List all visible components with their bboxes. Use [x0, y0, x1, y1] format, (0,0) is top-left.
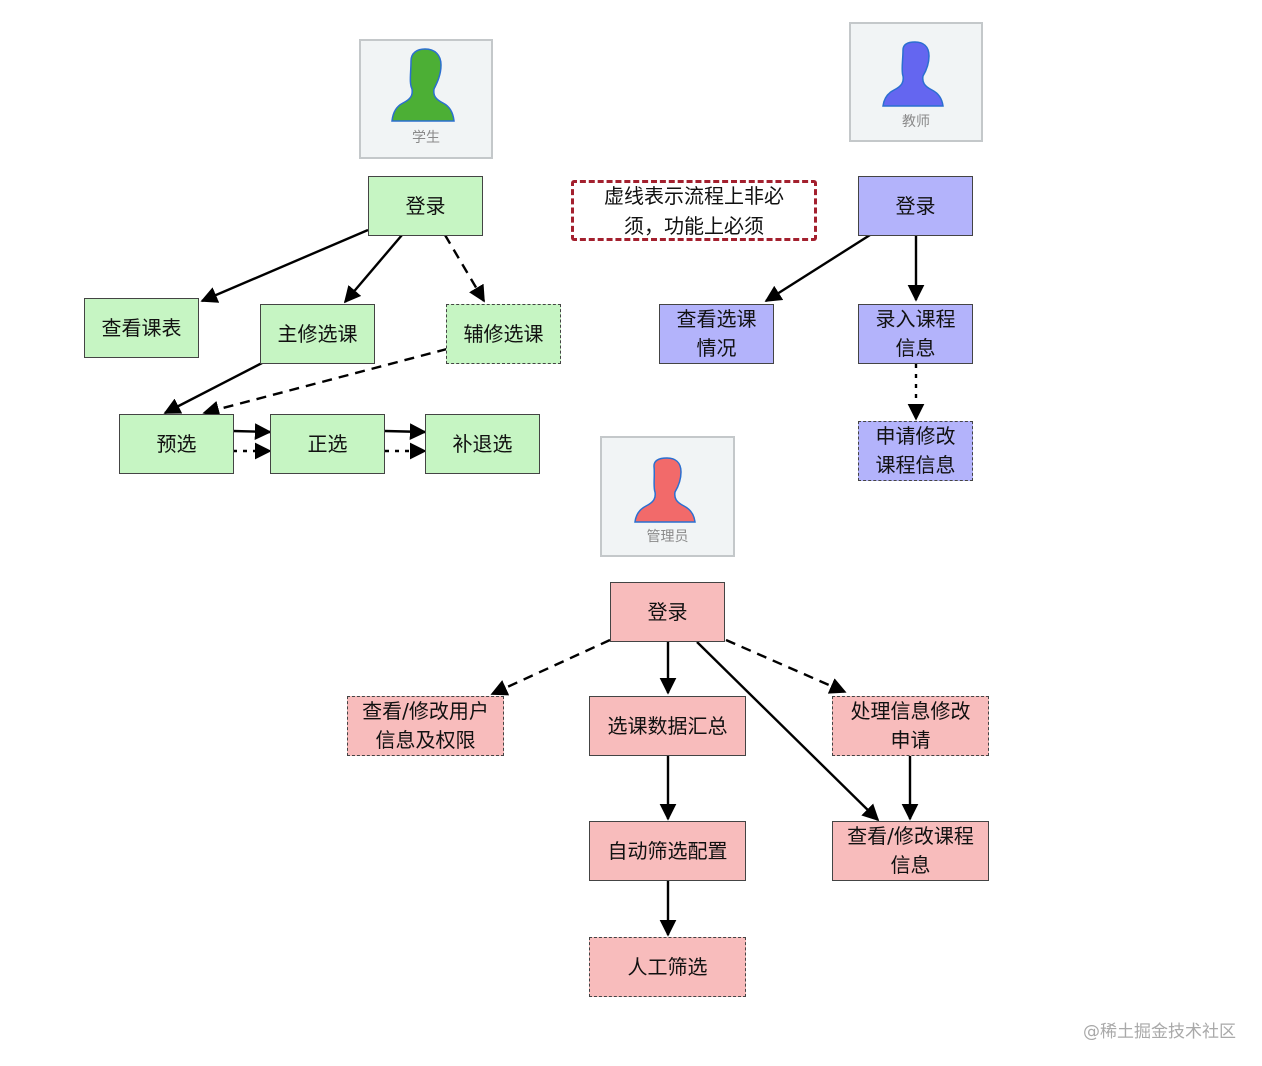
- edge-admin-login-to-user: [490, 638, 611, 696]
- teacher-login-node[interactable]: 登录: [858, 176, 973, 236]
- actor-admin-label: 管理员: [646, 529, 689, 545]
- admin-summary-node[interactable]: 选课数据汇总: [589, 696, 746, 756]
- actor-teacher: 教师: [849, 22, 983, 142]
- admin-handle-apply-node[interactable]: 处理信息修改 申请: [832, 696, 989, 756]
- actor-teacher-label: 教师: [902, 114, 930, 130]
- edge-student-login-to-major: [343, 234, 403, 304]
- teacher-apply-modify-node[interactable]: 申请修改 课程信息: [858, 421, 973, 481]
- teacher-enter-course-node[interactable]: 录入课程 信息: [858, 304, 973, 364]
- admin-login-node[interactable]: 登录: [610, 582, 725, 642]
- teacher-view-selection-node[interactable]: 查看选课 情况: [659, 304, 774, 364]
- edge-student-login-to-minor: [443, 234, 486, 303]
- student-preselect-node[interactable]: 预选: [119, 414, 234, 474]
- admin-view-user-node[interactable]: 查看/修改用户 信息及权限: [347, 696, 504, 756]
- edge-formal-to-supplement-solid: [384, 423, 427, 441]
- actor-student: 学生: [359, 39, 493, 159]
- teacher-person-icon: [882, 41, 944, 107]
- admin-view-course-node[interactable]: 查看/修改课程 信息: [832, 821, 989, 881]
- edge-major-to-preselect: [163, 361, 263, 415]
- legend-note: 虚线表示流程上非必 须，功能上必须: [571, 180, 817, 241]
- edge-preselect-to-formal-solid: [232, 423, 272, 440]
- admin-auto-config-node[interactable]: 自动筛选配置: [589, 821, 746, 881]
- watermark: @稀土掘金技术社区: [1083, 1022, 1236, 1042]
- edge-teacher-login-to-view: [764, 233, 871, 303]
- student-person-icon: [391, 48, 455, 122]
- admin-person-icon: [634, 457, 696, 523]
- student-formal-select-node[interactable]: 正选: [270, 414, 385, 474]
- actor-student-label: 学生: [412, 130, 440, 146]
- student-view-schedule-node[interactable]: 查看课表: [84, 298, 199, 358]
- edge-admin-login-to-handle: [725, 638, 847, 694]
- edge-admin-login-to-course: [696, 641, 880, 822]
- edge-minor-to-preselect: [202, 347, 448, 418]
- actor-admin: 管理员: [600, 436, 735, 557]
- student-login-node[interactable]: 登录: [368, 176, 483, 236]
- student-supplement-node[interactable]: 补退选: [425, 414, 540, 474]
- edge-student-login-to-schedule: [200, 228, 369, 303]
- student-major-select-node[interactable]: 主修选课: [260, 304, 375, 364]
- admin-manual-filter-node[interactable]: 人工筛选: [589, 937, 746, 997]
- student-minor-select-node[interactable]: 辅修选课: [446, 304, 561, 364]
